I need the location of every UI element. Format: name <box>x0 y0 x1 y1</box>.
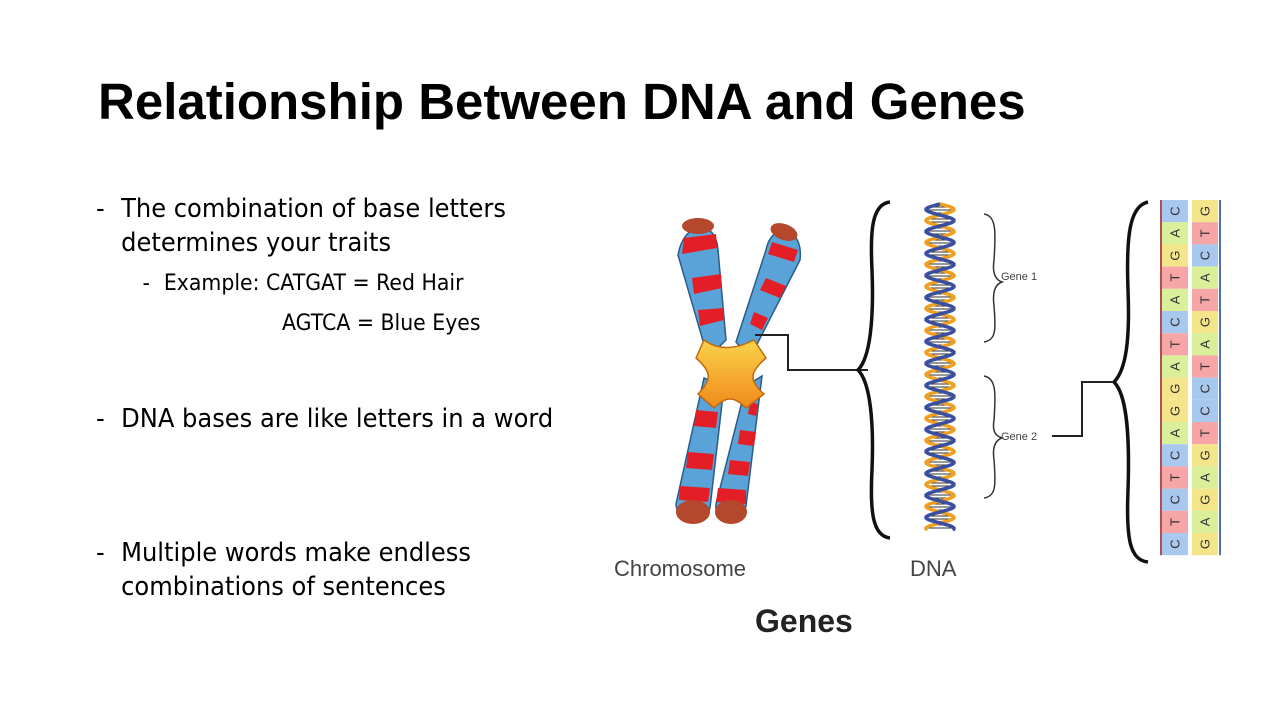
chromosome-icon <box>675 218 801 524</box>
sub-bullet-continuation: AGTCA = Blue Eyes <box>282 311 481 336</box>
bullet-text: The combination of base letters determin… <box>121 194 506 258</box>
base-cell <box>1192 355 1218 378</box>
base-letter: A <box>1198 517 1213 526</box>
base-cell <box>1192 311 1218 334</box>
base-letter: T <box>1168 473 1183 481</box>
base-letter: C <box>1168 206 1183 215</box>
base-letter: G <box>1198 317 1213 327</box>
base-cell <box>1162 422 1188 445</box>
base-cell <box>1192 288 1218 311</box>
base-cell <box>1192 422 1218 445</box>
sub-bullet-dash: - <box>142 271 150 296</box>
base-cell <box>1162 200 1188 223</box>
base-cell <box>1162 355 1188 378</box>
bullet-item: - DNA bases are like letters in a word <box>96 402 598 436</box>
base-letter: C <box>1198 251 1213 260</box>
dna-helix-icon <box>924 202 956 532</box>
base-letter: A <box>1168 295 1183 304</box>
base-letter: G <box>1168 406 1183 416</box>
base-pair-ladder: C G A T G C T A A T C G T A A T G C G C A T C G T A C G T A C G <box>1160 200 1221 556</box>
chromosome-label: Chromosome <box>614 556 747 581</box>
brace-icon <box>1111 200 1149 564</box>
base-cell <box>1192 377 1218 400</box>
base-cell <box>1192 244 1218 267</box>
base-cell <box>1192 266 1218 289</box>
base-letter: A <box>1168 362 1183 371</box>
base-letter: C <box>1198 406 1213 415</box>
base-cell <box>1192 466 1218 489</box>
base-cell <box>1162 533 1188 556</box>
base-cell <box>1192 533 1218 556</box>
gene1-label: Gene 1 <box>1001 271 1038 283</box>
gene2-brace-icon <box>983 375 1005 499</box>
base-letter: A <box>1198 273 1213 282</box>
base-letter: A <box>1198 473 1213 482</box>
base-letter: G <box>1198 495 1213 505</box>
base-cell <box>1192 222 1218 245</box>
figure-graphic: C G A T G C T A A T C G T A A T G C G C A T C G T A C G T A C G <box>675 200 1221 564</box>
base-letter: T <box>1168 274 1183 282</box>
base-letter: A <box>1168 229 1183 238</box>
gene2-label: Gene 2 <box>1001 431 1038 443</box>
bullet-dash: - <box>96 538 105 568</box>
base-cell <box>1162 311 1188 334</box>
base-cell <box>1162 377 1188 400</box>
base-letter: G <box>1198 206 1213 216</box>
base-cell <box>1162 333 1188 356</box>
base-letter: G <box>1168 384 1183 394</box>
base-letter: T <box>1198 362 1213 370</box>
base-cell <box>1162 244 1188 267</box>
base-cell <box>1162 488 1188 511</box>
connector-line <box>755 334 868 371</box>
sub-bullet-text: Example: CATGAT = Red Hair <box>163 271 464 296</box>
base-letter: G <box>1198 450 1213 460</box>
base-cell <box>1162 266 1188 289</box>
base-letter: C <box>1168 451 1183 460</box>
base-letter: G <box>1168 250 1183 260</box>
base-letter: T <box>1198 429 1213 437</box>
base-letter: A <box>1198 340 1213 349</box>
base-letter: T <box>1198 296 1213 304</box>
ladder-backbone <box>1219 200 1221 556</box>
base-cell <box>1162 510 1188 533</box>
connector-line <box>1052 381 1112 437</box>
bullet-text: Multiple words make endless combinations… <box>121 538 471 602</box>
genes-label: Genes <box>755 603 853 639</box>
bullet-item: - The combination of base letters determ… <box>96 192 598 260</box>
base-cell <box>1192 510 1218 533</box>
dna-label: DNA <box>910 556 957 581</box>
base-cell <box>1192 488 1218 511</box>
base-letter: T <box>1168 340 1183 348</box>
dna-genes-figure: C G A T G C T A A T C G T A A T G C G C A T C G T A C G T A C G Chromos… <box>600 190 1260 650</box>
base-letter: T <box>1168 518 1183 526</box>
base-cell <box>1192 444 1218 467</box>
base-letter: C <box>1198 384 1213 393</box>
base-letter: T <box>1198 229 1213 237</box>
base-cell <box>1162 399 1188 422</box>
base-letter: C <box>1168 539 1183 548</box>
base-cell <box>1192 399 1218 422</box>
slide-title: Relationship Between DNA and Genes <box>98 73 1026 130</box>
dna-strand <box>924 202 956 532</box>
sub-bullet-item: - Example: CATGAT = Red Hair <box>143 269 464 299</box>
base-cell <box>1162 222 1188 245</box>
base-cell <box>1162 288 1188 311</box>
bullet-item: - Multiple words make endless combinatio… <box>96 536 598 604</box>
base-letter: C <box>1168 495 1183 504</box>
ladder-backbone <box>1160 200 1162 556</box>
bullet-dash: - <box>96 404 105 434</box>
bullet-dash: - <box>96 194 105 224</box>
gene1-brace-icon <box>983 213 1005 343</box>
brace-icon <box>855 200 891 540</box>
base-cell <box>1192 200 1218 223</box>
base-cell <box>1192 333 1218 356</box>
base-cell <box>1162 466 1188 489</box>
base-cell <box>1162 444 1188 467</box>
bullet-text: DNA bases are like letters in a word <box>121 404 554 434</box>
base-letter: G <box>1198 539 1213 549</box>
base-letter: A <box>1168 428 1183 437</box>
base-letter: C <box>1168 317 1183 326</box>
